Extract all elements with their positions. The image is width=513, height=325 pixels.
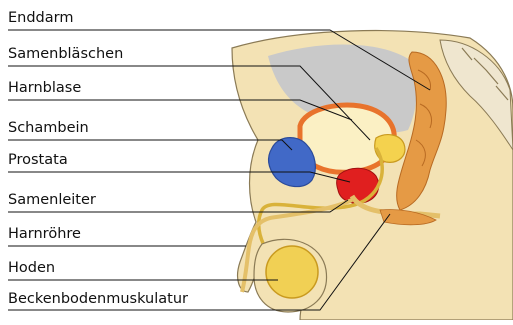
label-harnblase: Harnblase: [8, 81, 81, 96]
label-beckenboden: Beckenbodenmuskulatur: [8, 292, 188, 307]
label-harnroehre: Harnröhre: [8, 227, 81, 242]
label-prostata: Prostata: [8, 153, 68, 168]
label-samenblaeschen: Samenbläschen: [8, 47, 123, 62]
label-hoden: Hoden: [8, 261, 55, 276]
leader-schambein: [8, 140, 292, 150]
label-samenleiter: Samenleiter: [8, 193, 96, 208]
label-enddarm: Enddarm: [8, 11, 73, 26]
label-schambein: Schambein: [8, 121, 89, 136]
testis: [266, 246, 318, 298]
prostate: [337, 168, 379, 203]
